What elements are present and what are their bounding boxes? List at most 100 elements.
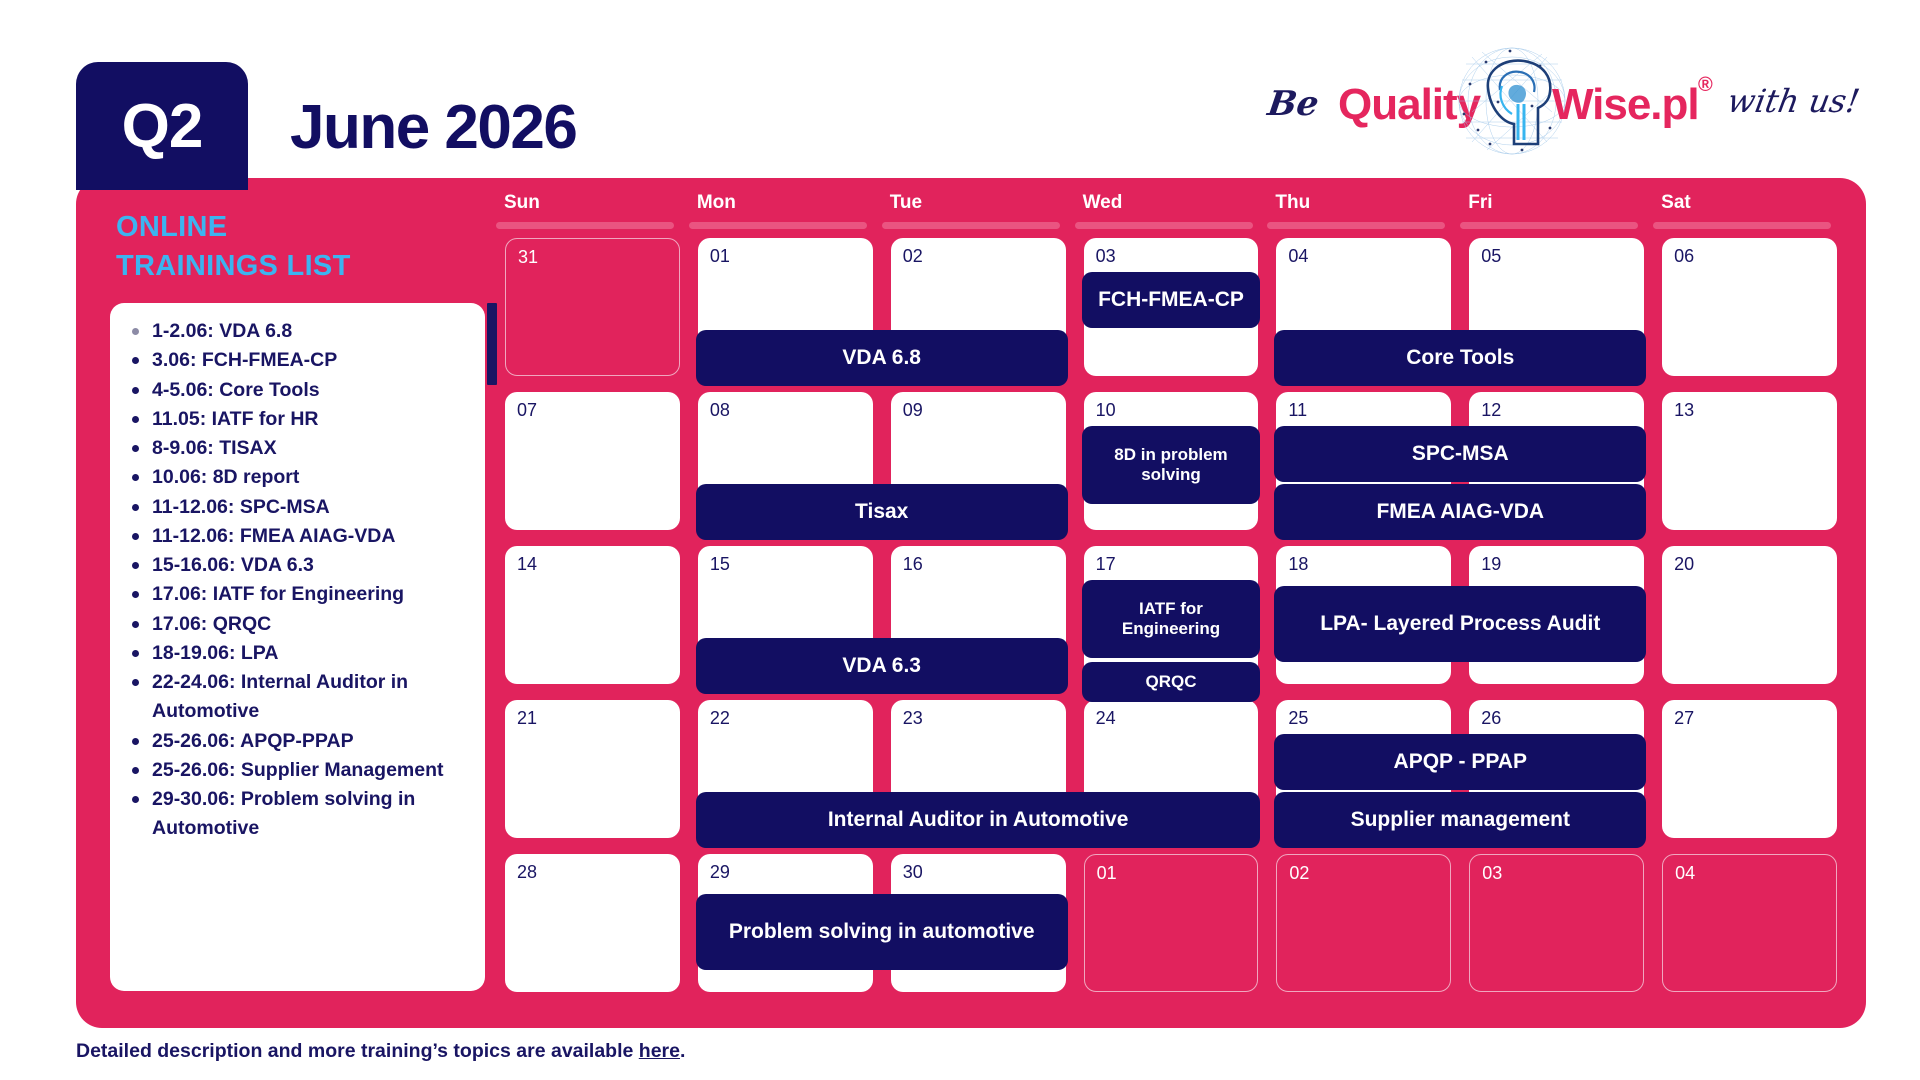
sidebar-title: ONLINE TRAININGS LIST <box>110 208 485 285</box>
sidebar-item-label: 18-19.06: LPA <box>152 641 279 664</box>
sidebar-item-4[interactable]: 8-9.06: TISAX <box>128 434 473 463</box>
day-number: 30 <box>902 862 923 882</box>
calendar-event-pill[interactable]: LPA- Layered Process Audit <box>1274 586 1647 662</box>
calendar-event-label: VDA 6.8 <box>842 345 921 369</box>
sidebar-item-label: 25-26.06: APQP-PPAP <box>152 729 354 752</box>
day-number: 28 <box>517 862 538 882</box>
sidebar-item-6[interactable]: 11-12.06: SPC-MSA <box>128 493 473 522</box>
calendar-event-pill[interactable]: 8D in problem solving <box>1081 426 1261 504</box>
calendar-event-pill[interactable]: VDA 6.8 <box>695 330 1068 386</box>
sidebar-item-5[interactable]: 10.06: 8D report <box>128 463 473 492</box>
calendar-event-pill[interactable]: Problem solving in automotive <box>695 894 1068 970</box>
calendar-day-cell[interactable]: 21 <box>505 700 680 838</box>
calendar-event-pill[interactable]: Core Tools <box>1274 330 1647 386</box>
calendar-event-pill[interactable]: FCH-FMEA-CP <box>1081 272 1261 328</box>
dayname-label: Wed <box>1082 192 1123 213</box>
calendar-day-cell[interactable]: 27 <box>1662 700 1837 838</box>
logo-wise-text: Wise.pl <box>1552 80 1700 129</box>
calendar-event-pill[interactable]: IATF for Engineering <box>1081 580 1261 658</box>
dayname-label: Sun <box>504 192 540 213</box>
day-number: 26 <box>1481 708 1502 728</box>
dayname-label: Sat <box>1661 192 1691 213</box>
calendar-event-pill[interactable]: Supplier management <box>1274 792 1647 848</box>
sidebar-item-label: 11-12.06: SPC-MSA <box>152 495 330 518</box>
day-number: 09 <box>902 400 923 420</box>
day-number: 02 <box>902 246 923 266</box>
calendar-day-cell[interactable]: 31 <box>505 238 680 376</box>
calendar-event-label: Problem solving in automotive <box>728 919 1035 943</box>
logo-be-text: Be <box>1265 84 1322 124</box>
calendar-event-pill[interactable]: Tisax <box>695 484 1068 540</box>
sidebar-item-8[interactable]: 15-16.06: VDA 6.3 <box>128 551 473 580</box>
footer-note: Detailed description and more training’s… <box>76 1040 685 1063</box>
sidebar-item-2[interactable]: 4-5.06: Core Tools <box>128 376 473 405</box>
sidebar-item-11[interactable]: 18-19.06: LPA <box>128 639 473 668</box>
sidebar-title-line2: TRAININGS LIST <box>116 249 351 282</box>
sidebar-item-12[interactable]: 22-24.06: Internal Auditor in Automotive <box>128 668 473 727</box>
sidebar-item-0[interactable]: 1-2.06: VDA 6.8 <box>128 317 473 346</box>
calendar-day-cell[interactable]: 28 <box>505 854 680 992</box>
dayname-wed: Wed <box>1074 192 1268 236</box>
dayname-underline <box>688 222 867 229</box>
dayname-underline <box>496 222 674 229</box>
sidebar-item-label: 25-26.06: Supplier Management <box>152 758 444 781</box>
day-number: 29 <box>709 862 730 882</box>
day-number: 04 <box>1675 863 1696 883</box>
calendar-day-cell[interactable]: 02 <box>1276 854 1452 992</box>
quarter-label: Q2 <box>121 91 204 161</box>
dayname-underline <box>1460 222 1639 229</box>
calendar-event-pill[interactable]: VDA 6.3 <box>695 638 1068 694</box>
calendar-event-label: IATF for Engineering <box>1121 598 1221 638</box>
calendar-day-cell[interactable]: 04 <box>1662 854 1837 992</box>
sidebar-item-label: 22-24.06: Internal Auditor in Automotive <box>152 671 409 723</box>
calendar-event-label: QRQC <box>1145 671 1197 691</box>
day-number: 03 <box>1095 246 1116 266</box>
day-number: 12 <box>1481 400 1502 420</box>
calendar-day-cell[interactable]: 13 <box>1662 392 1837 530</box>
sidebar-item-14[interactable]: 25-26.06: Supplier Management <box>128 756 473 785</box>
calendar-day-cell[interactable]: 06 <box>1662 238 1837 376</box>
day-number: 20 <box>1674 554 1695 574</box>
day-number: 01 <box>1096 863 1117 883</box>
dayname-fri: Fri <box>1460 192 1653 236</box>
day-number: 01 <box>709 246 730 266</box>
day-number: 25 <box>1288 708 1309 728</box>
sidebar-item-15[interactable]: 29-30.06: Problem solving in Automotive <box>128 785 473 844</box>
calendar-event-label: 8D in problem solving <box>1114 444 1228 484</box>
dayname-label: Tue <box>889 192 923 213</box>
sidebar-item-10[interactable]: 17.06: QRQC <box>128 610 473 639</box>
day-number: 24 <box>1095 708 1116 728</box>
logo-quality-text: Quality <box>1338 80 1481 129</box>
calendar-event-label: Supplier management <box>1350 807 1570 831</box>
calendar-day-cell[interactable]: 14 <box>505 546 680 684</box>
dayname-label: Thu <box>1275 192 1311 213</box>
footer-text-after: . <box>679 1040 686 1062</box>
sidebar-scrollbar-thumb[interactable] <box>487 303 497 386</box>
day-number: 10 <box>1095 400 1116 420</box>
sidebar-item-7[interactable]: 11-12.06: FMEA AIAG-VDA <box>128 522 473 551</box>
calendar-event-pill[interactable]: APQP - PPAP <box>1274 734 1647 790</box>
sidebar-item-9[interactable]: 17.06: IATF for Engineering <box>128 580 473 609</box>
calendar-event-pill[interactable]: QRQC <box>1081 662 1261 702</box>
calendar-event-label: APQP - PPAP <box>1393 749 1527 773</box>
calendar-day-cell[interactable]: 03 <box>1469 854 1645 992</box>
calendar-day-cell[interactable]: 07 <box>505 392 680 530</box>
sidebar-item-label: 15-16.06: VDA 6.3 <box>152 554 314 577</box>
calendar-event-pill[interactable]: SPC-MSA <box>1274 426 1647 482</box>
brand-logo[interactable]: Be Quality <box>1258 42 1868 160</box>
calendar-day-cell[interactable]: 01 <box>1083 854 1259 992</box>
sidebar-item-1[interactable]: 3.06: FCH-FMEA-CP <box>128 346 473 375</box>
sidebar-item-13[interactable]: 25-26.06: APQP-PPAP <box>128 727 473 756</box>
calendar-day-cell[interactable]: 20 <box>1662 546 1837 684</box>
calendar-event-pill[interactable]: Internal Auditor in Automotive <box>695 792 1261 848</box>
sidebar-item-3[interactable]: 11.05: IATF for HR <box>128 405 473 434</box>
footer-here-link[interactable]: here <box>638 1040 680 1062</box>
calendar-event-pill[interactable]: FMEA AIAG-VDA <box>1274 484 1647 540</box>
day-number: 31 <box>518 247 539 267</box>
